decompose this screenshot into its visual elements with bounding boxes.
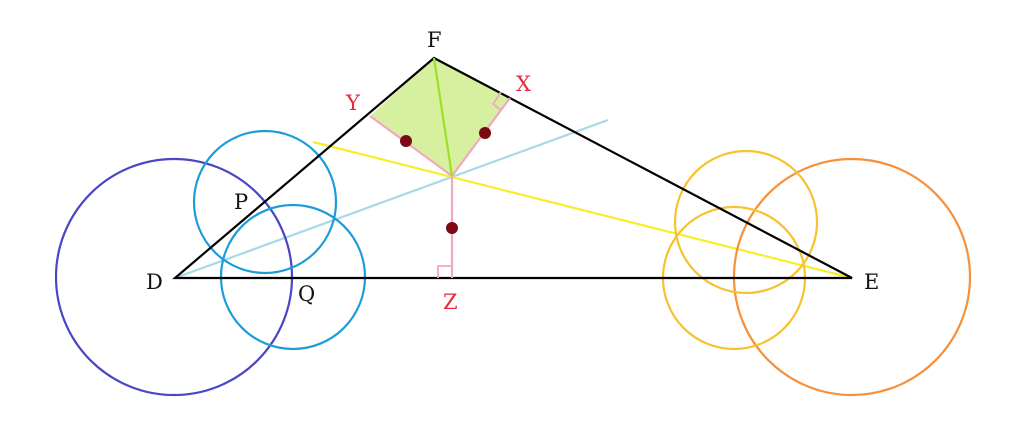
right-angle-marker-x [491, 91, 502, 111]
bisector-line-from-f [432, 57, 454, 177]
label-e: E [864, 270, 879, 294]
arc-circle-upper-right [673, 149, 819, 295]
label-d: D [146, 270, 163, 294]
label-q: Q [298, 282, 315, 306]
equal-mark-dot-fd [400, 135, 412, 147]
perpendicular-to-fd [369, 115, 453, 177]
right-angle-marker-z [437, 265, 452, 278]
label-y: Y [345, 91, 361, 115]
arc-circle-at-p [192, 129, 338, 275]
bisector-line-from-d [174, 118, 609, 280]
equal-mark-dot-fe [479, 127, 491, 139]
label-z: Z [443, 290, 458, 314]
equal-mark-dot-de [446, 222, 458, 234]
label-x: X [516, 72, 531, 96]
shaded-kite-region [370, 58, 510, 176]
triangle-def [172, 56, 853, 280]
label-f: F [427, 28, 442, 52]
bisector-line-from-e [312, 140, 853, 280]
label-p: P [234, 190, 248, 214]
